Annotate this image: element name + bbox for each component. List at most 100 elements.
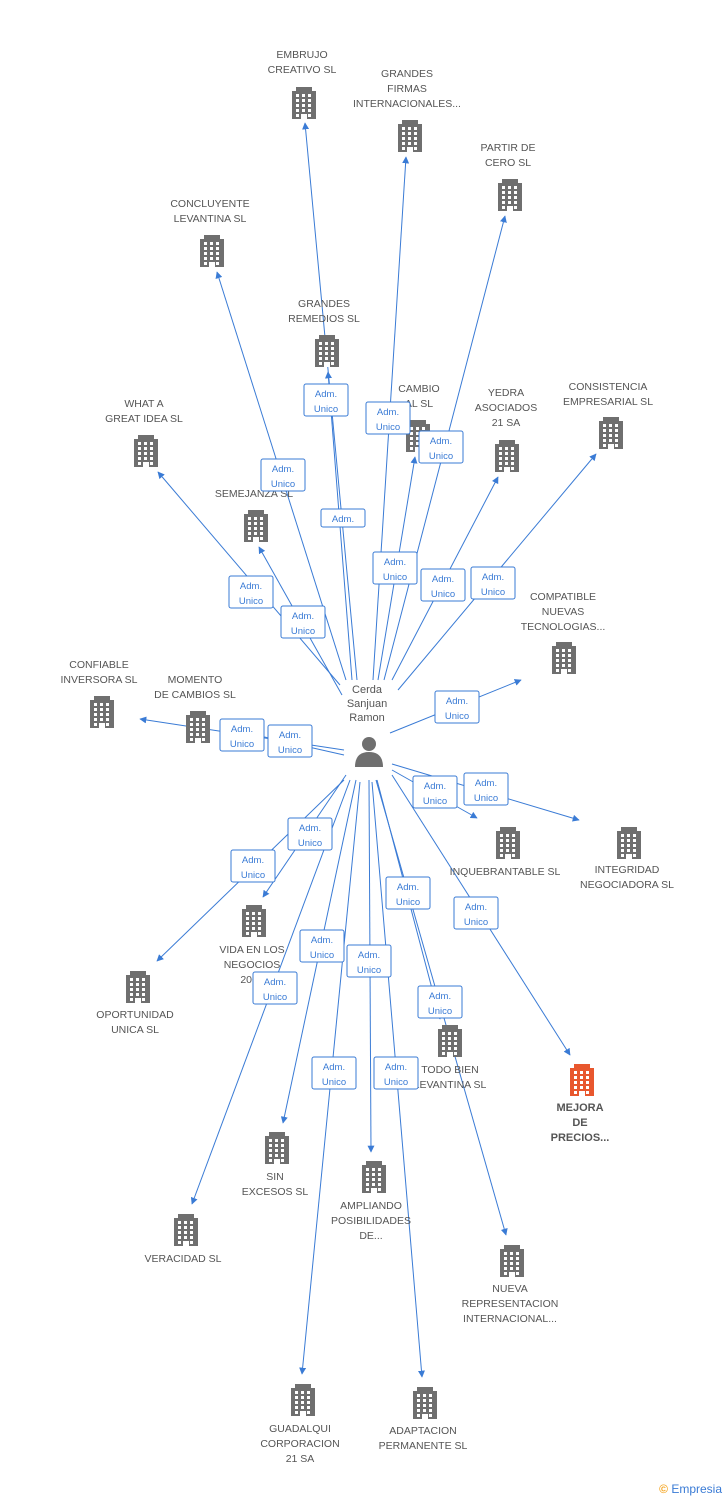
company-node-oportunidad-unica[interactable]: OPORTUNIDAD UNICA SL [96,971,174,1036]
role-badge[interactable]: Adm.Unico [417,985,463,1019]
role-badge-box[interactable] [299,929,345,963]
role-badge-text: Unico [241,870,265,881]
company-label: DE CAMBIOS SL [154,689,236,701]
building-icon [362,1161,386,1193]
company-node-inquebrantable[interactable]: INQUEBRANTABLE SL [450,827,561,878]
role-badge-box[interactable] [420,568,466,602]
company-label: YEDRA [488,387,524,399]
company-node-compatible-nuevas[interactable]: COMPATIBLENUEVASTECNOLOGIAS... [521,591,606,674]
role-badge[interactable]: Adm. Unico [230,849,276,883]
role-badge-box[interactable] [346,944,392,978]
company-label: EMPRESARIAL SL [563,396,653,408]
role-badge[interactable]: Adm.Unico [453,896,499,930]
company-node-semejanza[interactable]: SEMEJANZA SL [215,488,293,542]
company-label: 21 SA [286,1453,315,1465]
role-badge-box[interactable] [412,775,458,809]
role-badge[interactable]: Adm.Unico [287,817,333,851]
role-badge-box[interactable] [372,551,418,585]
role-badge[interactable]: Adm.Unico [385,876,431,910]
role-badge-box[interactable] [470,566,516,600]
building-icon [498,179,522,211]
company-label: INTERNACIONAL... [463,1313,557,1325]
role-badge-text: Adm. [242,855,264,866]
role-badge[interactable]: Adm.Unico [373,1056,419,1090]
role-badge[interactable]: Adm.Unico [260,458,306,492]
role-badge-box[interactable] [373,1056,419,1090]
person-icon[interactable] [355,737,383,767]
role-badge-box[interactable] [260,458,306,492]
building-icon [244,510,268,542]
role-badge-box[interactable] [252,971,298,1005]
company-label: INTEGRIDAD [595,864,660,876]
company-node-grandes-firmas[interactable]: GRANDESFIRMASINTERNACIONALES... [353,68,461,152]
role-badge[interactable]: Adm.Unico [280,605,326,639]
role-badge[interactable]: Adm.Unico [365,401,411,435]
role-badge[interactable]: Adm.Unico [470,566,516,600]
role-badge-box[interactable] [280,605,326,639]
company-label: PRECIOS... [551,1132,610,1144]
role-badge[interactable]: Adm.Unico [412,775,458,809]
role-badge[interactable]: Adm.Unico [228,575,274,609]
role-badge-text: Unico [481,587,505,598]
company-label: COMPATIBLE [530,591,596,603]
role-badge-box[interactable] [228,575,274,609]
role-badge-text: Unico [464,917,488,928]
role-badge[interactable]: Adm.Unico [219,718,265,752]
company-node-nueva-representacion[interactable]: NUEVAREPRESENTACIONINTERNACIONAL... [462,1245,559,1325]
role-badge[interactable]: Adm.Unico [252,971,298,1005]
role-badge[interactable]: Adm.Unico [418,430,464,464]
role-badge-box[interactable] [418,430,464,464]
role-badge[interactable]: Adm.Unico [303,383,349,417]
building-icon [90,696,114,728]
role-badge[interactable]: Adm.Unico [434,690,480,724]
role-badge[interactable]: Adm. [320,508,366,528]
role-badge[interactable]: Adm.Unico [346,944,392,978]
role-badge-box[interactable] [311,1056,357,1090]
role-badge[interactable]: Adm.Unico [299,929,345,963]
role-badge-text: Adm. [475,778,497,789]
role-badge[interactable]: Adm.Unico [372,551,418,585]
role-badge[interactable]: Adm.Unico [463,772,509,806]
company-node-ampliando-posibilidades[interactable]: AMPLIANDOPOSIBILIDADESDE... [331,1161,411,1242]
role-badge-text: Unico [396,897,420,908]
building-icon [186,711,210,743]
role-badge-box[interactable] [230,849,276,883]
role-badge-box[interactable] [267,724,313,758]
company-node-veracidad[interactable]: VERACIDAD SL [144,1214,222,1265]
building-icon [552,642,576,674]
role-badge-box[interactable] [463,772,509,806]
role-badge[interactable]: Adm.Unico [420,568,466,602]
role-badge-text: Unico [230,739,254,750]
role-badge[interactable]: Adm.Unico [267,724,313,758]
company-label: UNICA SL [111,1024,159,1036]
role-badge-box[interactable] [303,383,349,417]
company-node-mejora-de-precios[interactable]: MEJORADEPRECIOS... [551,1064,610,1144]
role-badge[interactable]: Adm.Unico [311,1056,357,1090]
role-badge-box[interactable] [219,718,265,752]
role-badge-box[interactable] [434,690,480,724]
role-badge-box[interactable] [365,401,411,435]
role-badge-box[interactable] [417,985,463,1019]
role-badge-box[interactable] [287,817,333,851]
footer-brand[interactable]: © Empresia [659,1482,722,1496]
company-label: OPORTUNIDAD [96,1009,174,1021]
role-badge-box[interactable] [320,508,366,528]
role-badge-box[interactable] [385,876,431,910]
role-badge-box[interactable] [453,896,499,930]
